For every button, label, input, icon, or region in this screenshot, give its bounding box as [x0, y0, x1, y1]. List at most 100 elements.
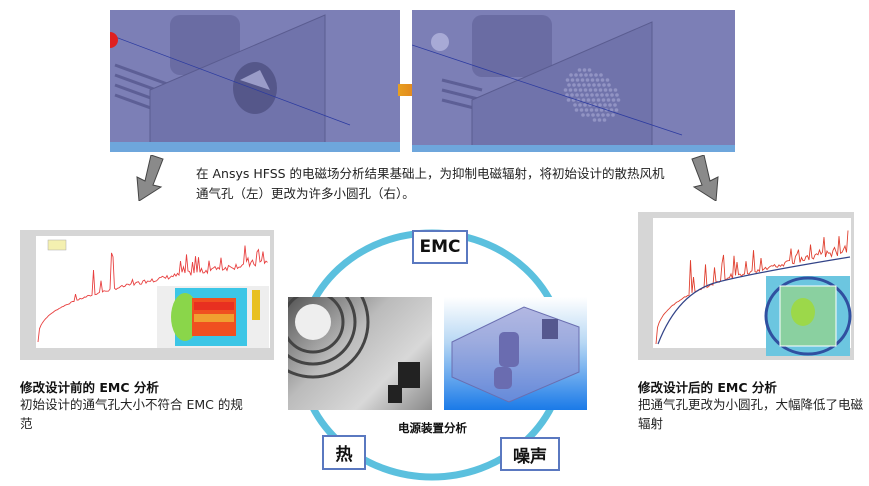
vent-hole	[585, 78, 590, 82]
vent-hole	[582, 68, 587, 72]
vent-hole	[590, 93, 594, 97]
vent-hole	[585, 93, 589, 97]
before-body: 初始设计的通气孔大小不符合 EMC 的规范	[20, 397, 243, 431]
vent-hole	[583, 103, 587, 107]
vent-hole	[569, 73, 573, 77]
tag-heat: 热	[322, 435, 366, 470]
power-supply-model-image	[444, 297, 587, 410]
vent-hole	[580, 78, 585, 82]
vent-hole	[575, 78, 580, 82]
vent-hole	[603, 103, 607, 107]
vent-hole	[593, 88, 598, 92]
vent-hole	[584, 108, 589, 112]
vent-hole	[613, 88, 618, 92]
vent-hole	[592, 118, 597, 122]
vent-hole	[615, 93, 619, 97]
vent-hole	[600, 78, 605, 82]
vent-hole	[605, 93, 609, 97]
vent-hole	[581, 98, 586, 102]
vent-hole	[582, 83, 586, 87]
caption-text: 在 Ansys HFSS 的电磁场分析结果基础上，为抑制电磁辐射，将初始设计的散…	[196, 166, 665, 201]
vent-hole	[589, 73, 593, 77]
emission-curve-before	[37, 245, 268, 343]
vent-hole	[566, 98, 571, 102]
vent-hole	[600, 93, 604, 97]
vent-hole	[594, 73, 598, 77]
cycle-center-label: 电源装置分析	[398, 421, 467, 435]
vent-hole	[583, 88, 588, 92]
vent-hole	[602, 118, 607, 122]
vent-hole	[572, 83, 576, 87]
vent-hole	[614, 108, 619, 112]
vent-hole	[608, 88, 613, 92]
vent-hole	[613, 103, 617, 107]
vent-hole	[606, 98, 611, 102]
vent-hole	[573, 103, 577, 107]
original-vent-model-image	[110, 10, 400, 152]
vent-hole	[599, 108, 604, 112]
vent-hole	[573, 88, 578, 92]
after-body: 把通气孔更改为小圆孔，大幅降低了电磁辐射	[638, 397, 864, 431]
arrow-down-right-icon	[688, 154, 722, 202]
vent-hole	[579, 108, 584, 112]
vent-hole	[591, 98, 596, 102]
vent-hole	[611, 98, 616, 102]
vent-hole	[608, 103, 612, 107]
tag-noise: 噪声	[500, 437, 560, 471]
vent-hole	[588, 88, 593, 92]
before-title: 修改设计前的 EMC 分析	[20, 380, 159, 395]
vent-hole	[616, 98, 621, 102]
vent-hole	[581, 113, 585, 117]
vent-hole	[574, 73, 578, 77]
vent-hole	[575, 93, 579, 97]
vent-hole	[598, 103, 602, 107]
vent-hole	[577, 83, 581, 87]
emission-chart-before	[20, 230, 274, 360]
vent-hole	[590, 78, 595, 82]
vent-hole	[596, 113, 600, 117]
vent-hole	[599, 73, 603, 77]
vent-hole	[580, 93, 584, 97]
vent-hole	[565, 93, 569, 97]
vent-hole	[594, 108, 599, 112]
vent-hole	[611, 113, 615, 117]
vent-hole	[606, 113, 610, 117]
vent-hole	[578, 88, 583, 92]
vent-hole	[605, 78, 610, 82]
vent-hole	[603, 88, 608, 92]
vent-hole	[595, 78, 600, 82]
vent-hole	[601, 113, 605, 117]
vent-hole	[568, 88, 573, 92]
vent-hole	[587, 83, 591, 87]
emission-chart-after	[638, 212, 854, 360]
vent-hole	[570, 78, 575, 82]
vent-hole	[602, 83, 606, 87]
vent-hole	[607, 83, 611, 87]
tag-emc: EMC	[412, 230, 468, 264]
vent-hole	[577, 68, 582, 72]
vent-hole	[597, 83, 601, 87]
vent-hole	[586, 98, 591, 102]
vent-hole	[589, 108, 594, 112]
vent-hole	[579, 73, 583, 77]
small-holes-model-image	[412, 10, 735, 152]
vent-hole	[592, 83, 596, 87]
vent-hole	[598, 88, 603, 92]
vent-hole	[601, 98, 606, 102]
vent-hole	[565, 78, 570, 82]
vent-hole	[597, 118, 602, 122]
arrow-down-left-icon	[133, 154, 167, 202]
limit-line	[657, 256, 851, 345]
vent-hole	[578, 103, 582, 107]
emission-curve-after	[655, 230, 849, 345]
power-supply-photo	[288, 297, 432, 410]
vent-hole	[595, 93, 599, 97]
vent-hole	[574, 108, 579, 112]
vent-hole	[591, 113, 595, 117]
after-title: 修改设计后的 EMC 分析	[638, 380, 777, 395]
vent-hole	[587, 68, 592, 72]
vent-hole	[567, 83, 571, 87]
vent-hole	[610, 93, 614, 97]
vent-hole	[570, 93, 574, 97]
